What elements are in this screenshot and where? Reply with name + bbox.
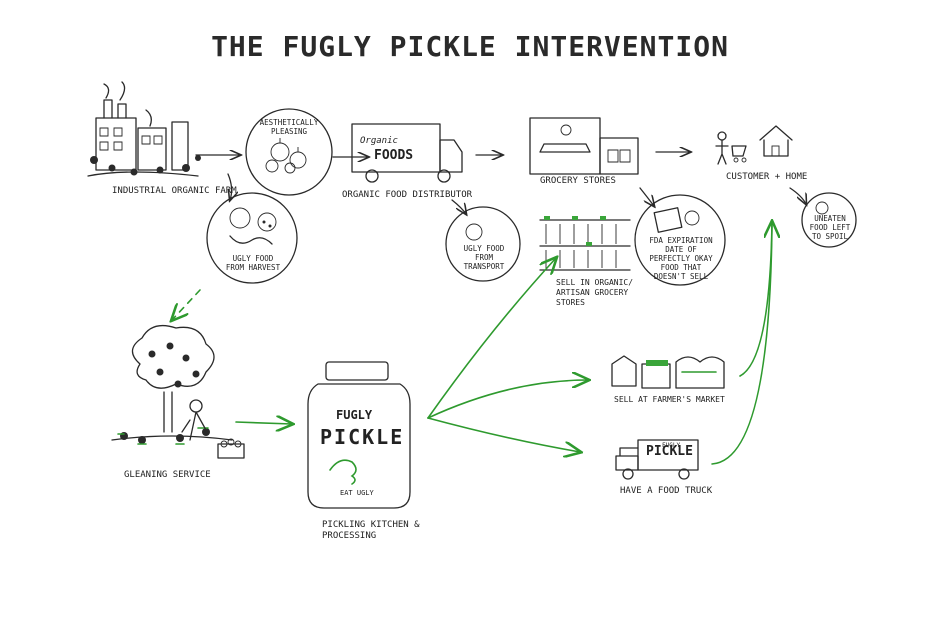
market-stall-icon [611, 355, 725, 389]
spoil-circle [801, 192, 857, 248]
pickle-jar [307, 361, 411, 509]
apple-icon [465, 223, 483, 241]
calendar-icon [653, 207, 700, 233]
arrow-jar-to-truck [427, 417, 580, 452]
customer-label: CUSTOMER + HOME [726, 172, 808, 182]
ugly-harvest-circle [206, 192, 298, 284]
ugly-transport-label: UGLY FOOD FROM TRANSPORT [463, 244, 505, 271]
ugly-harvest-label: UGLY FOOD FROM HARVEST [225, 254, 281, 272]
food-truck-label: HAVE A FOOD TRUCK [620, 486, 713, 496]
farm-label: INDUSTRIAL ORGANIC FARM [112, 186, 237, 196]
arrow-gleaning-to-jar [235, 422, 292, 424]
customer-icon [715, 131, 747, 165]
pleasing-label: AESTHETICALLY PLEASING [259, 118, 319, 136]
fda-label: FDA EXPIRATION DATE OF PERFECTLY OKAY FO… [649, 236, 713, 281]
arrow-grocery-to-fda [639, 187, 654, 206]
ugly-fruit-icon [229, 207, 277, 245]
spoil-label: UNEATEN FOOD LEFT TO SPOIL [809, 214, 851, 241]
ugly-transport-circle [445, 206, 521, 282]
arrow-to-gleaning [172, 289, 201, 320]
arrow-market-to-customer [739, 222, 772, 377]
pleasing-circle [245, 108, 333, 196]
arrow-jar-to-market [427, 380, 588, 419]
kitchen-label: PICKLING KITCHEN & PROCESSING [322, 520, 420, 541]
house-icon [759, 125, 793, 157]
market-label: SELL AT FARMER'S MARKET [614, 395, 725, 404]
arrow-truck-to-transport [451, 199, 466, 214]
distributor-truck [351, 123, 463, 183]
jar-label-top: FUGLY [336, 408, 373, 422]
grocery-label: GROCERY STORES [540, 176, 616, 186]
farm-illustration [87, 81, 201, 177]
arrow-customer-to-spoil [789, 187, 806, 204]
jar-label-main: PICKLE [320, 425, 405, 449]
page-title: THE FUGLY PICKLE INTERVENTION [211, 30, 729, 63]
distributor-label: ORGANIC FOOD DISTRIBUTOR [342, 190, 473, 200]
fruit-icon [265, 138, 307, 174]
grocery-store-icon [529, 117, 639, 175]
fda-circle [634, 194, 726, 286]
food-truck-sign-top: FUGLY [662, 442, 681, 449]
artisan-label: SELL IN ORGANIC/ ARTISAN GROCERY STORES [556, 278, 634, 307]
arrow-truck-to-customer [711, 221, 773, 465]
gleaning-label: GLEANING SERVICE [124, 470, 211, 480]
tree-icon [111, 324, 245, 459]
food-truck-sign: PICKLE [646, 444, 693, 459]
truck-brand-main: FOODS [374, 148, 414, 163]
truck-brand-top: Organic [360, 136, 398, 146]
jar-label-bottom: EAT UGLY [340, 489, 374, 497]
arrow-jar-to-grocery [427, 258, 556, 419]
food-truck-icon [615, 439, 699, 480]
spoiled-apple-icon [815, 201, 829, 215]
